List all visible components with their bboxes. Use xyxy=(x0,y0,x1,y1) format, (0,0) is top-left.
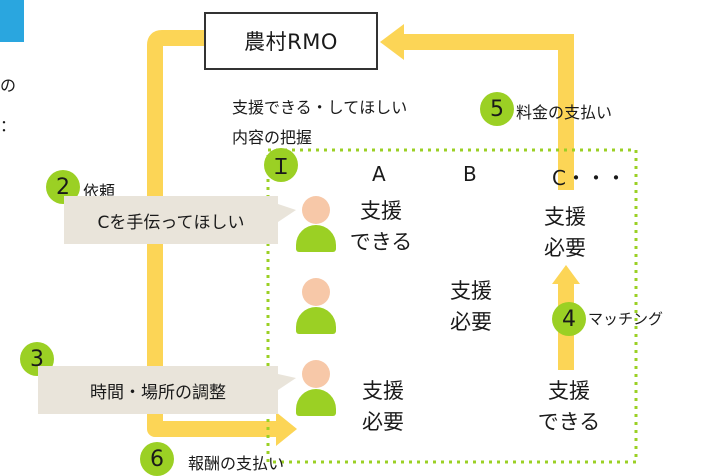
schedule-bubble: 時間・場所の調整 xyxy=(38,366,278,414)
cell-b-middle-line-1: 支援 xyxy=(450,279,492,303)
cell-a-bottom: 支援 必要 xyxy=(348,376,418,438)
person-head xyxy=(302,360,330,388)
cell-a-bottom-line-1: 支援 xyxy=(362,379,404,403)
cell-a-top-line-2: できる xyxy=(349,230,413,254)
person-icon-top xyxy=(294,196,338,256)
cropped-text-1: の xyxy=(0,76,17,95)
left-loop-arrow xyxy=(147,30,279,437)
understanding-line-1: 支援できる・してほしい xyxy=(232,98,408,117)
step-4-badge: 4 xyxy=(552,302,586,336)
column-c: C・・・ xyxy=(552,166,626,190)
cell-c-top-line-2: 必要 xyxy=(544,236,586,260)
schedule-bubble-text: 時間・場所の調整 xyxy=(90,382,226,403)
person-body xyxy=(296,225,336,252)
cell-b-middle-line-2: 必要 xyxy=(450,310,492,334)
cell-a-bottom-line-2: 必要 xyxy=(362,410,404,434)
cell-c-bottom-line-1: 支援 xyxy=(548,379,590,403)
step-6-label: 報酬の支払い xyxy=(188,454,285,473)
cropped-text-2: ： xyxy=(0,116,17,135)
cell-b-middle: 支援 必要 xyxy=(436,276,506,338)
column-a: A xyxy=(372,162,386,186)
group-border xyxy=(266,148,638,464)
cell-c-bottom: 支援 できる xyxy=(534,376,604,438)
person-head xyxy=(302,278,330,306)
cell-c-top: 支援 必要 xyxy=(530,202,600,264)
step-6-badge: 6 xyxy=(140,442,174,476)
cell-a-top: 支援 できる xyxy=(346,196,416,258)
step-2-badge: 2 xyxy=(46,170,80,204)
left-loop-arrow-head xyxy=(276,412,297,446)
group-badge: Ｉ xyxy=(264,148,298,182)
understanding-line-2: 内容の把握 xyxy=(232,128,313,147)
rmo-box: 農村RMO xyxy=(204,12,378,70)
person-head xyxy=(302,196,330,224)
person-icon-bottom xyxy=(294,360,338,420)
matching-arrow-head xyxy=(552,265,580,284)
person-body xyxy=(296,389,336,416)
cell-c-top-line-1: 支援 xyxy=(544,205,586,229)
step-5-badge: 5 xyxy=(480,92,514,126)
payment-arrow xyxy=(400,34,574,190)
request-bubble: Cを手伝ってほしい xyxy=(64,196,278,244)
payment-arrow-head xyxy=(380,24,404,60)
cell-a-top-line-1: 支援 xyxy=(360,199,402,223)
person-icon-middle xyxy=(294,278,338,338)
step-4-label: マッチング xyxy=(588,310,664,328)
cropped-blue-shape xyxy=(0,0,24,42)
cell-c-bottom-line-2: できる xyxy=(537,410,601,434)
column-b: B xyxy=(463,162,477,186)
request-bubble-text: Cを手伝ってほしい xyxy=(97,212,245,233)
person-body xyxy=(296,307,336,334)
step-5-label: 料金の支払い xyxy=(516,103,613,122)
